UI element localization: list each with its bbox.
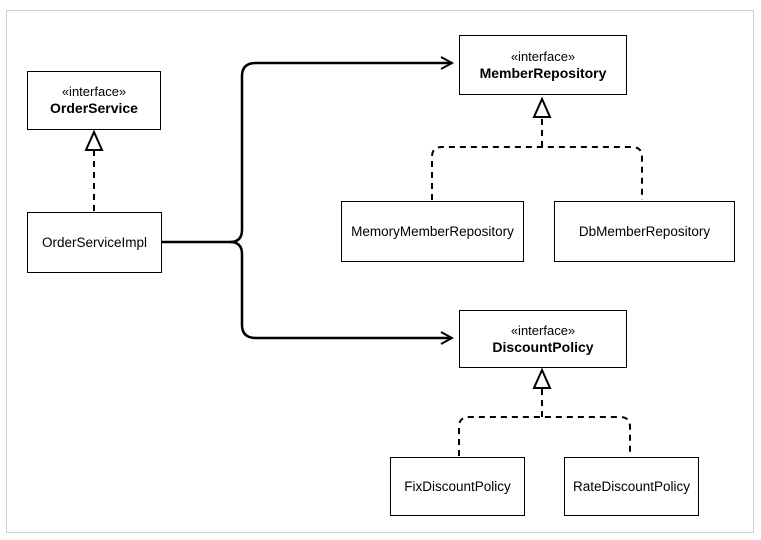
class-fix-discount-policy[interactable]: FixDiscountPolicy — [390, 457, 525, 516]
stereotype-label: «interface» — [510, 48, 576, 64]
class-name: OrderServiceImpl — [41, 235, 148, 250]
class-name: DbMemberRepository — [578, 224, 711, 239]
class-name: RateDiscountPolicy — [572, 479, 691, 494]
realization-line-memorymemberrepository — [431, 146, 643, 200]
association-line-discountpolicy — [229, 240, 452, 338]
class-order-service-impl[interactable]: OrderServiceImpl — [27, 212, 162, 273]
class-name: FixDiscountPolicy — [404, 479, 511, 494]
realization-arrowhead-discountpolicy — [532, 367, 552, 389]
stereotype-label: «interface» — [61, 84, 127, 99]
class-memory-member-repository[interactable]: MemoryMemberRepository — [341, 201, 524, 262]
interface-name: DiscountPolicy — [492, 338, 594, 355]
interface-order-service[interactable]: «interface» OrderService — [27, 71, 161, 130]
interface-discount-policy[interactable]: «interface» DiscountPolicy — [459, 310, 627, 368]
interface-name: OrderService — [50, 100, 138, 116]
realization-arrowhead-memberrepository — [532, 96, 552, 118]
class-db-member-repository[interactable]: DbMemberRepository — [554, 201, 735, 262]
realization-arrowhead-orderservice — [84, 129, 104, 151]
stereotype-label: «interface» — [510, 322, 576, 338]
interface-name: MemberRepository — [479, 64, 607, 81]
class-rate-discount-policy[interactable]: RateDiscountPolicy — [564, 457, 699, 516]
class-name: MemoryMemberRepository — [351, 224, 514, 239]
realization-line-fixdiscountpolicy — [458, 416, 631, 456]
interface-member-repository[interactable]: «interface» MemberRepository — [459, 35, 627, 95]
